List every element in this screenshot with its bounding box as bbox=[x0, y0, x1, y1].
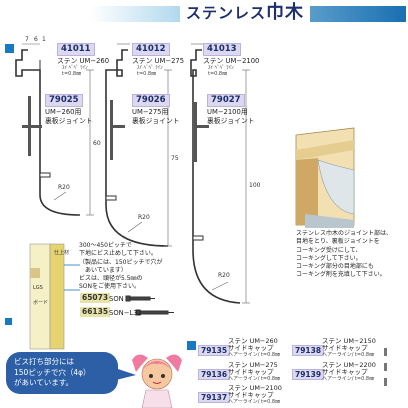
product-name: ステン UM−260 bbox=[57, 57, 110, 65]
profile-1-shape bbox=[15, 49, 81, 216]
bubble-tail bbox=[112, 367, 136, 381]
cap-icons bbox=[384, 348, 387, 386]
joint-label: 裏板ジョイント bbox=[132, 117, 180, 125]
product-code: 41013 bbox=[203, 43, 241, 56]
joint-plate-2 bbox=[110, 100, 113, 160]
product-code: 41011 bbox=[57, 43, 95, 56]
post-label-mid: LGS bbox=[33, 285, 43, 291]
page-title: ステンレス巾木 bbox=[180, 2, 311, 24]
product-finish: ｽｲ ﾍﾞﾍﾟ ﾗｲﾝ bbox=[137, 65, 163, 71]
product-thickness: t=0.8㎜ bbox=[137, 71, 157, 77]
product-name: ステン UM−2100 bbox=[203, 57, 260, 65]
profile-3-shape bbox=[190, 49, 241, 304]
cap-code: 79137 bbox=[198, 392, 231, 403]
cap-item: 79139 ステン UM−2200 サイドキャップ ヘアーライン/ t=0.8㎜ bbox=[292, 361, 376, 382]
cap-item: 79135 ステン UM−260 サイドキャップ ヘアーライン/ t=0.8㎜ bbox=[198, 337, 280, 358]
cap-item: 79137 ステン UM−2100 サイドキャップ ヘアーライン/ t=0.8㎜ bbox=[198, 384, 282, 405]
joint-label: UM−275用 bbox=[132, 108, 169, 116]
joint-note: ステンレス巾木のジョイント部は、目地をとり、裏板ジョイントをコーキング受けにして… bbox=[296, 230, 393, 279]
cap-item: 79136 ステン UM−275 サイドキャップ ヘアーライン/ t=0.8㎜ bbox=[198, 361, 280, 382]
joint-label: UM−260用 bbox=[45, 108, 82, 116]
cap-item: 79138 ステン UM−2150 サイドキャップ ヘアーライン/ t=0.8㎜ bbox=[292, 337, 376, 358]
post-label-top: 仕上材 bbox=[54, 250, 70, 256]
height-dim: 75 bbox=[171, 155, 179, 162]
product-thickness: t=0.8㎜ bbox=[208, 71, 228, 77]
joint-code: 79025 bbox=[45, 94, 83, 107]
joint-label: 裏板ジョイント bbox=[45, 117, 93, 125]
cap-code: 79136 bbox=[198, 369, 231, 380]
joint-label: UM−2100用 bbox=[207, 108, 248, 116]
section-marker bbox=[5, 44, 14, 53]
height-dim: 60 bbox=[93, 140, 101, 147]
radius-dim: R20 bbox=[138, 214, 150, 221]
product-finish: ｽｲ ﾍﾞﾍﾟ ﾗｲﾝ bbox=[208, 65, 234, 71]
screw-label: SON bbox=[109, 295, 124, 303]
cap-code: 79138 bbox=[292, 345, 325, 356]
product-name: ステン UM−275 bbox=[132, 57, 185, 65]
screw-code: 65073 bbox=[80, 293, 111, 303]
section-marker bbox=[187, 341, 196, 350]
screw-code: 66135 bbox=[80, 307, 111, 317]
product-code: 41012 bbox=[132, 43, 170, 56]
cap-code: 79135 bbox=[198, 345, 231, 356]
joint-code: 79027 bbox=[207, 94, 245, 107]
post-illustration bbox=[29, 243, 80, 350]
screw-drawings bbox=[125, 295, 174, 316]
radius-dim: R20 bbox=[58, 184, 70, 191]
profile-2-shape bbox=[105, 49, 169, 247]
wall-illustration bbox=[295, 127, 355, 228]
product-thickness: t=0.8㎜ bbox=[62, 71, 82, 77]
product-finish: ｽｲ ﾍﾞﾍﾟ ﾗｲﾝ bbox=[62, 65, 88, 71]
post-label-bottom: ボード bbox=[33, 300, 49, 306]
top-dim: 1 bbox=[42, 36, 46, 43]
section-marker bbox=[5, 318, 12, 325]
install-note: 300〜450ピッチで下地にビス止めして下さい。（製品には、150ピッチで穴が … bbox=[79, 242, 163, 291]
mascot-illustration bbox=[132, 354, 182, 408]
joint-code: 79026 bbox=[132, 94, 170, 107]
joint-plate-3 bbox=[194, 102, 197, 162]
top-dim: 6 bbox=[34, 36, 38, 43]
radius-dim: R20 bbox=[218, 272, 230, 279]
cap-code: 79139 bbox=[292, 369, 325, 380]
joint-label: 裏板ジョイント bbox=[207, 117, 255, 125]
top-dim: 7 bbox=[25, 36, 29, 43]
height-dim: 100 bbox=[249, 182, 261, 189]
screw-label: SON−L32 bbox=[109, 309, 142, 317]
